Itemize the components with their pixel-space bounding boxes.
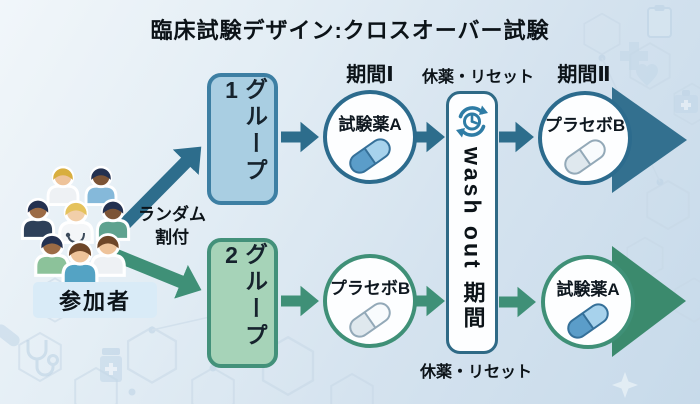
participants-label: 参加者 [33, 282, 157, 318]
people-group-icon [20, 165, 131, 286]
heart-pulse-icon [636, 64, 658, 86]
treatment-node-group2-period2: 試験薬A [541, 255, 635, 349]
randomization-label: ランダム 割付 [126, 204, 218, 250]
period2-header: 期間Ⅱ [557, 64, 611, 86]
capsule-blue-icon [349, 138, 391, 174]
group2-label: グループ2 [218, 242, 268, 350]
randomization-line2: 割付 [155, 227, 189, 247]
washout-text-jp: 期間 [460, 281, 486, 332]
clipboard-icon [647, 5, 672, 38]
history-clock-icon [456, 105, 488, 138]
group1-box: グループ1 [207, 73, 278, 205]
group2-box: グループ2 [207, 238, 278, 368]
treatment-label: プラセボB [544, 116, 626, 135]
period1-header: 期間Ⅰ [346, 64, 394, 86]
washout-top-label: 休薬・リセット [422, 69, 535, 86]
treatment-node-group1-period1: 試験薬A [323, 90, 417, 184]
treatment-node-group2-period1: プラセボB [323, 254, 417, 348]
pill-bottle-icon [100, 348, 122, 382]
big-arrow-group2-exit [612, 246, 686, 357]
treatment-node-group1-period2: プラセボB [538, 91, 632, 185]
big-arrow-group1-exit [612, 87, 687, 193]
treatment-label: 試験薬A [556, 280, 620, 299]
capsule-decor-icon [0, 324, 20, 347]
washout-box: wash out 期間 [446, 91, 498, 354]
group1-label: グループ1 [218, 77, 268, 185]
capsule-white-icon [349, 302, 391, 338]
randomization-line1: ランダム [138, 205, 206, 224]
washout-text-en: wash out [459, 147, 486, 271]
washout-vertical-text: wash out 期間 [459, 147, 486, 332]
page-title: 臨床試験デザイン:クロスオーバー試験 [150, 18, 550, 43]
medical-cross-icon [620, 42, 648, 70]
medical-case-icon [674, 90, 698, 113]
washout-bottom-label: 休薬・リセット [420, 364, 533, 381]
capsule-white-icon [564, 139, 606, 175]
stethoscope-icon [26, 340, 59, 377]
participants-label-text: 参加者 [58, 289, 131, 314]
capsule-blue-icon [567, 303, 609, 339]
sparkle-icon [612, 372, 638, 398]
treatment-label: プラセボB [329, 279, 411, 298]
treatment-label: 試験薬A [338, 115, 402, 134]
